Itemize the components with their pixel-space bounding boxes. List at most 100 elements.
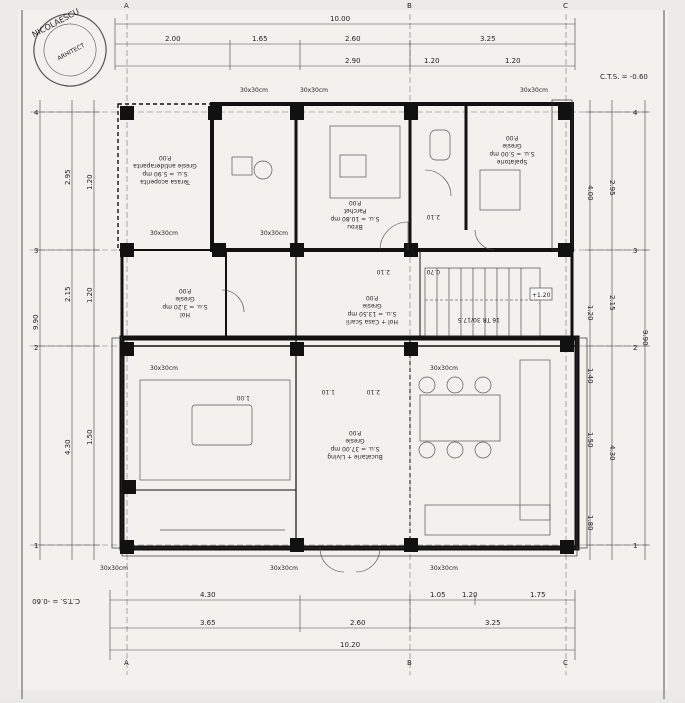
bottom-dim-4: 1.75 [530, 591, 546, 599]
right-dim-inner-4: 1.50 [586, 432, 594, 448]
left-dim-seg-3: 4.30 [64, 439, 72, 455]
room-spalatorie: Spalatorie S.u. = 5.00 mp Gresie P.00 [489, 134, 534, 165]
room-living-finish: Gresie [345, 437, 364, 444]
right-dim-seg-1: 2.95 [608, 180, 616, 196]
room-hol-casa-scarii-finish: Gresie [362, 302, 381, 309]
right-dim-seg-3: 4.30 [608, 445, 616, 461]
pillars [120, 106, 574, 554]
pillar-label-mid-1: 30x30cm [150, 230, 178, 237]
room-hol: Hol S.u. = 3.20 mp Gresie P.00 [162, 287, 207, 318]
top-dim-row3-3: 1.20 [505, 57, 521, 65]
right-dim-inner-5: 1.80 [586, 515, 594, 531]
pillar-label-top-3: 30x30cm [520, 87, 548, 94]
room-bucatarie-living: Bucatarie + Living S.u. = 37.00 mp Gresi… [327, 429, 383, 460]
room-terasa-name: Terasa acoperita [140, 178, 191, 185]
room-spalatorie-name: Spalatorie [496, 158, 527, 165]
room-terasa-area: S.u. = 5.90 mp [142, 170, 187, 177]
room-hol-name: Hol [180, 311, 190, 318]
pillar-label-mid-2: 30x30cm [260, 230, 288, 237]
room-birou: Birou S.u. = 10.80 mp Parchet P.00 [330, 199, 379, 230]
right-dim-inner-1: 4.00 [586, 185, 594, 201]
top-dim-overall: 10.00 [330, 15, 350, 23]
stair-label: 16 TR 30/17.5 [458, 316, 500, 323]
right-dim-inner-3: 1.40 [586, 368, 594, 384]
axis-label-col-a-bottom: A [124, 659, 129, 667]
misc-dim-6: 1.00 [236, 394, 250, 401]
left-dim-seg-2: 2.15 [64, 286, 72, 302]
room-living-code: P.00 [349, 429, 361, 436]
right-dim-seg-2: 2.15 [608, 295, 616, 311]
axis-label-row-3-right: 3 [633, 247, 637, 255]
pillar-label-low-1: 30x30cm [150, 365, 178, 372]
room-hol-casa-scarii-code: P.00 [366, 294, 378, 301]
room-spalatorie-area: S.u. = 5.00 mp [489, 150, 534, 157]
room-living-name: Bucatarie + Living [327, 453, 383, 460]
room-birou-finish: Parchet [343, 207, 366, 214]
pillar-label-top-1: 30x30cm [240, 87, 268, 94]
room-hol-code: P.00 [179, 287, 191, 294]
room-birou-code: P.00 [349, 199, 361, 206]
axis-label-row-1-right: 1 [633, 542, 637, 550]
axis-label-row-1: 1 [34, 542, 38, 550]
room-hol-casa-scarii: Hol + Casa Scarii S.u. = 13.50 mp Gresie… [346, 294, 398, 325]
room-terasa-finish: Gresie antiderapanta [133, 162, 197, 169]
room-terasa-code: P.00 [159, 154, 171, 161]
cts-label-bottom: C.T.S. = -0.60 [32, 597, 80, 605]
misc-dim-3: 2.10 [426, 213, 440, 220]
axis-label-row-3: 3 [34, 247, 38, 255]
level-mark: +1.20 [532, 292, 551, 299]
misc-dim-2: 0.70 [426, 268, 440, 275]
top-dim-seg-2: 1.65 [252, 35, 268, 43]
misc-dim-5: 1.10 [321, 388, 335, 395]
cts-label-top: C.T.S. = -0.60 [600, 73, 648, 81]
stairs [424, 267, 541, 337]
room-spalatorie-finish: Gresie [502, 142, 521, 149]
axis-label-row-4: 4 [34, 109, 39, 117]
right-dimension-lines [585, 100, 650, 560]
left-dim-inner-1: 1.20 [86, 174, 94, 190]
axis-label-row-2-right: 2 [633, 344, 637, 352]
misc-dim-1: 2.10 [376, 268, 390, 275]
bottom-dim-3: 1.20 [462, 591, 478, 599]
room-living-area: S.u. = 37.00 mp [330, 445, 379, 452]
doors [221, 169, 496, 573]
axis-label-col-c-bottom: C [563, 659, 568, 667]
pillar-label-top-2: 30x30cm [300, 87, 328, 94]
top-dim-row3-2: 1.20 [424, 57, 440, 65]
axis-label-row-4-right: 4 [633, 109, 638, 117]
right-dim-inner-2: 1.20 [586, 305, 594, 321]
axis-label-col-b: B [407, 2, 412, 10]
room-hol-area: S.u. = 3.20 mp [162, 303, 207, 310]
right-dim-overall: 9.90 [641, 330, 649, 346]
axis-label-row-2: 2 [34, 344, 38, 352]
misc-dim-4: 2.10 [366, 388, 380, 395]
bottom-dim-overall: 10.20 [340, 641, 360, 649]
top-dim-seg-4: 3.25 [480, 35, 496, 43]
bottom-dimension-lines [109, 590, 576, 660]
top-dimension-lines [114, 18, 576, 70]
room-birou-area: S.u. = 10.80 mp [330, 215, 379, 222]
pillar-label-bottom-2: 30x30cm [270, 565, 298, 572]
level-mark-box [529, 287, 553, 301]
left-dimension-lines [34, 100, 100, 560]
bottom-dim-row2-3: 3.25 [485, 619, 501, 627]
bottom-dim-row2-2: 2.60 [350, 619, 366, 627]
top-dim-seg-1: 2.00 [165, 35, 181, 43]
axis-label-col-c: C [563, 2, 568, 10]
left-dim-inner-3: 1.50 [86, 429, 94, 445]
top-dim-row3-1: 2.90 [345, 57, 361, 65]
pillar-label-bottom-3: 30x30cm [430, 565, 458, 572]
room-hol-casa-scarii-area: S.u. = 13.50 mp [347, 310, 396, 317]
room-terasa: Terasa acoperita S.u. = 5.90 mp Gresie a… [133, 154, 197, 185]
room-birou-name: Birou [347, 223, 363, 230]
room-hol-finish: Gresie [175, 295, 194, 302]
insulation-hatching [111, 99, 588, 557]
left-dim-inner-2: 1.20 [86, 287, 94, 303]
room-spalatorie-code: P.00 [506, 134, 518, 141]
left-dim-overall: 9.90 [32, 314, 40, 330]
left-dim-seg-1: 2.95 [64, 169, 72, 185]
pillar-label-low-2: 30x30cm [430, 365, 458, 372]
top-dim-seg-3: 2.60 [345, 35, 361, 43]
